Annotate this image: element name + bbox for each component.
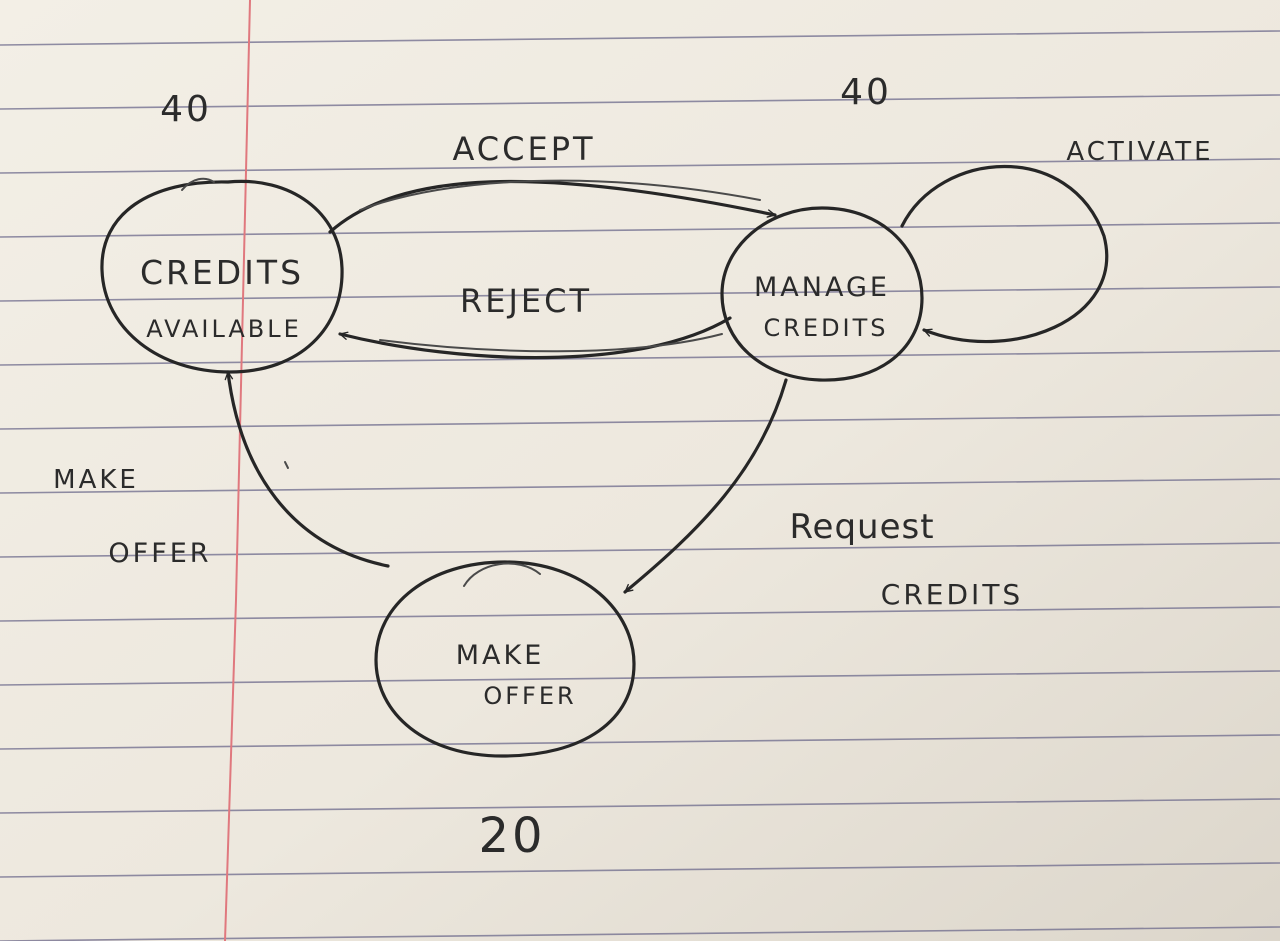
- state-manage-credits: MANAGE CREDITS 40: [720, 72, 924, 382]
- ruled-line: [0, 222, 1280, 238]
- ruled-line: [0, 670, 1280, 686]
- margin-line: [224, 0, 251, 941]
- pen-mark: [284, 461, 289, 469]
- ruled-line: [0, 478, 1280, 494]
- transition-label-request-credits-line2: CREDITS: [881, 578, 1023, 611]
- state-value-make-offer: 20: [478, 808, 545, 864]
- transition-label-accept: ACCEPT: [452, 130, 595, 168]
- arrow-activate: [900, 164, 1109, 344]
- ruled-line: [0, 798, 1280, 814]
- transition-label-make-offer-line2: OFFER: [108, 538, 211, 569]
- transition-activate: ACTIVATE: [900, 137, 1213, 344]
- transition-request-credits: Request CREDITS: [623, 378, 1023, 611]
- transition-label-request-credits-line1: Request: [789, 507, 934, 547]
- arrow-request-credits: [623, 378, 788, 594]
- ruled-line: [0, 30, 1280, 46]
- ruled-line: [0, 158, 1280, 174]
- transition-make-offer: MAKE OFFER: [53, 370, 390, 569]
- arrow-make-offer: [224, 370, 390, 568]
- state-make-offer: MAKE OFFER 20: [374, 560, 636, 864]
- ruled-line: [0, 350, 1280, 366]
- ruled-line: [0, 926, 1280, 941]
- arrow-reject-overstroke: [379, 333, 723, 353]
- state-credits-available: CREDITS AVAILABLE 40: [100, 89, 344, 374]
- ruled-line: [0, 286, 1280, 302]
- transition-label-reject: REJECT: [460, 282, 592, 320]
- transition-accept: ACCEPT: [328, 130, 777, 234]
- state-label-make-offer-line2: OFFER: [483, 682, 576, 710]
- ruled-line: [0, 542, 1280, 558]
- state-label-make-offer-line1: MAKE: [456, 640, 545, 671]
- state-label-credits-available-line2: AVAILABLE: [146, 315, 302, 343]
- arrow-accept-overstroke: [359, 179, 761, 211]
- state-stroke-make-offer: [463, 562, 541, 587]
- state-value-credits-available: 40: [160, 89, 212, 130]
- state-circle-make-offer: [374, 560, 636, 758]
- transition-reject: REJECT: [338, 282, 732, 360]
- ruled-line: [0, 734, 1280, 750]
- transition-label-make-offer-line1: MAKE: [53, 465, 139, 495]
- state-label-manage-credits-line2: CREDITS: [763, 314, 888, 342]
- arrow-reject: [338, 316, 732, 360]
- ruled-line: [0, 862, 1280, 878]
- state-label-manage-credits-line1: MANAGE: [754, 272, 890, 303]
- state-circle-manage-credits: [720, 206, 924, 382]
- transition-label-activate: ACTIVATE: [1066, 137, 1213, 167]
- ruled-lines: [0, 30, 1280, 941]
- state-stroke-credits-available: [181, 177, 215, 191]
- ruled-line: [0, 414, 1280, 430]
- state-value-manage-credits: 40: [840, 72, 892, 113]
- state-label-credits-available-line1: CREDITS: [140, 253, 304, 292]
- ruled-line: [0, 94, 1280, 110]
- ruled-line: [0, 606, 1280, 622]
